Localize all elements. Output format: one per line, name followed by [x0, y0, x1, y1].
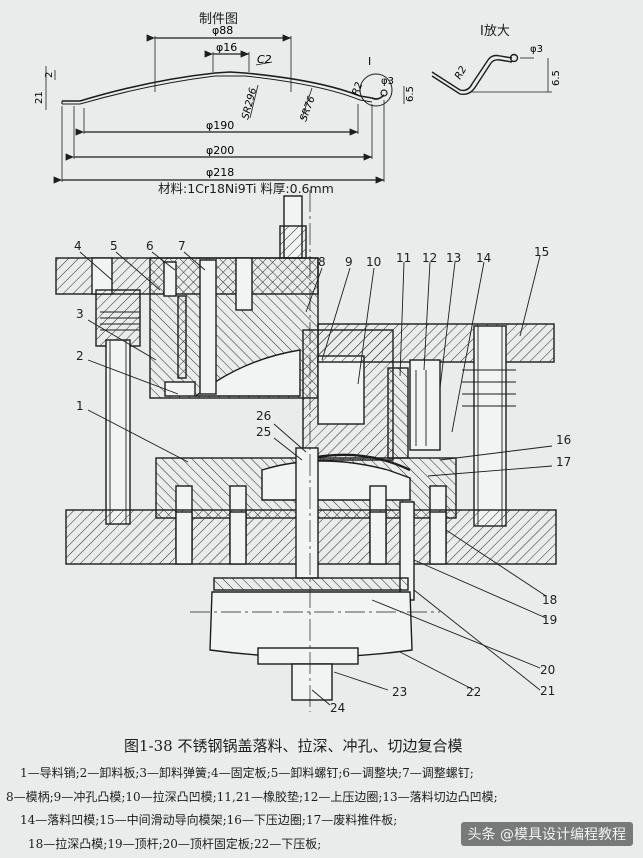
dim-detail-mark: I	[368, 55, 371, 68]
callout-10: 10	[366, 255, 381, 269]
callout-2: 2	[76, 349, 84, 363]
dim-sr296: SR296	[240, 87, 259, 121]
callout-21: 21	[540, 684, 555, 698]
callout-9: 9	[345, 255, 353, 269]
dim-h21: 21	[34, 91, 45, 104]
callout-19: 19	[542, 613, 557, 627]
dim-d88: φ88	[212, 24, 233, 37]
callout-13: 13	[446, 251, 461, 265]
legend-line: 1—导料销;2—卸料板;3—卸料弹簧;4—固定板;5—卸料螺钉;6—调整块;7—…	[20, 766, 474, 780]
callout-16: 16	[556, 433, 571, 447]
callout-3: 3	[76, 307, 84, 321]
dim-d16: φ16	[216, 41, 237, 54]
detail-r2: R2	[453, 64, 469, 81]
watermark: 头条 @模具设计编程教程	[460, 822, 633, 846]
callout-11: 11	[396, 251, 411, 265]
dim-r2: R2	[350, 81, 365, 97]
dim-h65: 6.5	[405, 86, 416, 102]
callout-17: 17	[556, 455, 571, 469]
part-drawing-title: 制件图	[199, 12, 239, 27]
dim-d190: φ190	[206, 119, 234, 132]
part-drawing	[45, 34, 405, 184]
legend-line: 18—拉深凸模;19—顶杆;20—顶杆固定板;22—下压板;	[28, 837, 322, 851]
callout-1: 1	[76, 399, 84, 413]
figure-caption: 图1-38 不锈钢锅盖落料、拉深、冲孔、切边复合模	[124, 737, 463, 755]
detail-view	[431, 53, 552, 96]
material-note: 材料:1Cr18Ni9Ti 料厚:0.6mm	[158, 181, 334, 196]
callout-25: 25	[256, 425, 271, 439]
callout-12: 12	[422, 251, 437, 265]
callout-23: 23	[392, 685, 407, 699]
dim-h2: 2	[44, 72, 55, 78]
callout-14: 14	[476, 251, 491, 265]
dim-d3: φ3	[381, 76, 394, 87]
callout-22: 22	[466, 685, 481, 699]
callout-15: 15	[534, 245, 549, 259]
callout-20: 20	[540, 663, 555, 677]
callout-26: 26	[256, 409, 271, 423]
callout-18: 18	[542, 593, 557, 607]
callout-5: 5	[110, 239, 118, 253]
detail-h65: 6.5	[551, 70, 562, 86]
dim-c2: C2	[257, 53, 272, 66]
die-assembly	[55, 190, 557, 712]
callout-4: 4	[74, 239, 82, 253]
callout-8: 8	[318, 255, 326, 269]
callout-24: 24	[330, 701, 345, 715]
dim-sr76: SR76	[298, 95, 317, 123]
legend-line: 8—模柄;9—冲孔凸模;10—拉深凸凹模;11,21—橡胶垫;12—上压边圈;1…	[6, 790, 498, 804]
dim-d200: φ200	[206, 144, 234, 157]
dim-d218: φ218	[206, 166, 234, 179]
detail-d3: φ3	[530, 44, 543, 55]
detail-title: I放大	[480, 24, 510, 39]
callout-7: 7	[178, 239, 186, 253]
legend-line: 14—落料凹模;15—中间滑动导向模架;16—下压边圈;17—废料推件板;	[20, 813, 398, 827]
callout-6: 6	[146, 239, 154, 253]
